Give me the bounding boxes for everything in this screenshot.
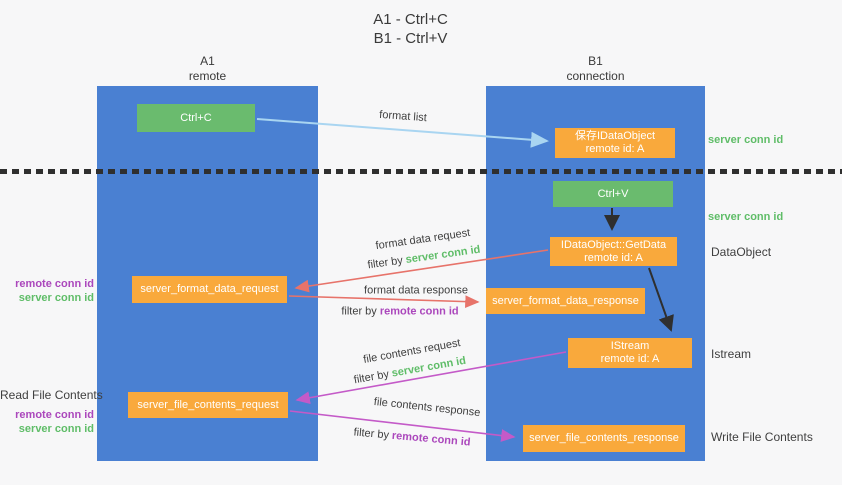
column-a1-name: A1 xyxy=(200,54,215,68)
right-label-dataobject: DataObject xyxy=(711,245,772,259)
filter-prefix-text: filter by xyxy=(366,254,404,272)
diagram-title: A1 - Ctrl+C B1 - Ctrl+V xyxy=(0,10,821,48)
node-save-idataobject-line1: 保存IDataObject xyxy=(574,130,656,142)
node-server-format-data-request-label: server_format_data_request xyxy=(140,283,279,295)
column-b1-subtitle: connection xyxy=(566,69,625,83)
node-ctrl-v: Ctrl+V xyxy=(553,181,673,207)
node-ctrl-v-label: Ctrl+V xyxy=(597,187,629,200)
right-label-write-file-contents: Write File Contents xyxy=(711,430,813,444)
filter-remote-conn-id: remote conn id xyxy=(391,429,471,449)
node-server-file-contents-response-label: server_file_contents_response xyxy=(529,432,679,444)
filter-prefix-text: filter by xyxy=(352,368,390,387)
right-label-server-conn-id-top: server conn id xyxy=(708,134,784,146)
node-server-format-data-request: server_format_data_request xyxy=(132,276,287,303)
left-label-remote-conn-id-format: remote conn id xyxy=(15,278,94,290)
node-server-file-contents-response: server_file_contents_response xyxy=(523,425,685,452)
right-label-server-conn-id-mid: server conn id xyxy=(708,211,784,223)
node-istream: IStream remote id: A xyxy=(568,338,692,368)
right-label-istream: Istream xyxy=(711,347,752,361)
phase-divider-dotted-line xyxy=(0,169,842,174)
node-save-idataobject: 保存IDataObject remote id: A xyxy=(555,128,675,158)
node-ctrl-c: Ctrl+C xyxy=(137,104,255,132)
left-label-remote-conn-id-file: remote conn id xyxy=(15,409,94,421)
filter-prefix-text: filter by xyxy=(341,305,377,318)
node-save-idataobject-line2: remote id: A xyxy=(585,143,645,155)
node-ctrl-c-label: Ctrl+C xyxy=(180,111,212,124)
node-idataobject-getdata-line1: IDataObject::GetData xyxy=(560,238,667,251)
node-idataobject-getdata: IDataObject::GetData remote id: A xyxy=(550,237,677,266)
node-server-file-contents-request: server_file_contents_request xyxy=(128,392,288,418)
column-b1-name: B1 xyxy=(588,54,603,68)
node-istream-line1: IStream xyxy=(610,340,650,352)
left-label-read-file-contents: Read File Contents xyxy=(0,388,103,402)
label-file-contents-response: file contents response xyxy=(373,395,481,420)
column-a1-subtitle: remote xyxy=(188,69,227,83)
left-label-server-conn-id-format: server conn id xyxy=(18,292,94,304)
title-line-2: B1 - Ctrl+V xyxy=(373,30,448,47)
node-istream-line2: remote id: A xyxy=(600,353,660,365)
left-label-server-conn-id-file: server conn id xyxy=(18,423,94,435)
node-server-file-contents-request-label: server_file_contents_request xyxy=(137,398,279,411)
column-header-b1: B1 connection xyxy=(486,54,705,84)
node-server-format-data-response-label: server_format_data_response xyxy=(492,294,639,307)
filter-prefix-text: filter by xyxy=(353,426,390,442)
label-format-list: format list xyxy=(378,108,428,125)
label-format-data-response: format data response xyxy=(364,284,468,297)
filter-remote-conn-id: remote conn id xyxy=(379,305,459,318)
node-idataobject-getdata-line2: remote id: A xyxy=(584,251,643,264)
column-header-a1: A1 remote xyxy=(97,54,318,84)
node-server-format-data-response: server_format_data_response xyxy=(486,288,645,314)
title-line-1: A1 - Ctrl+C xyxy=(373,11,448,28)
